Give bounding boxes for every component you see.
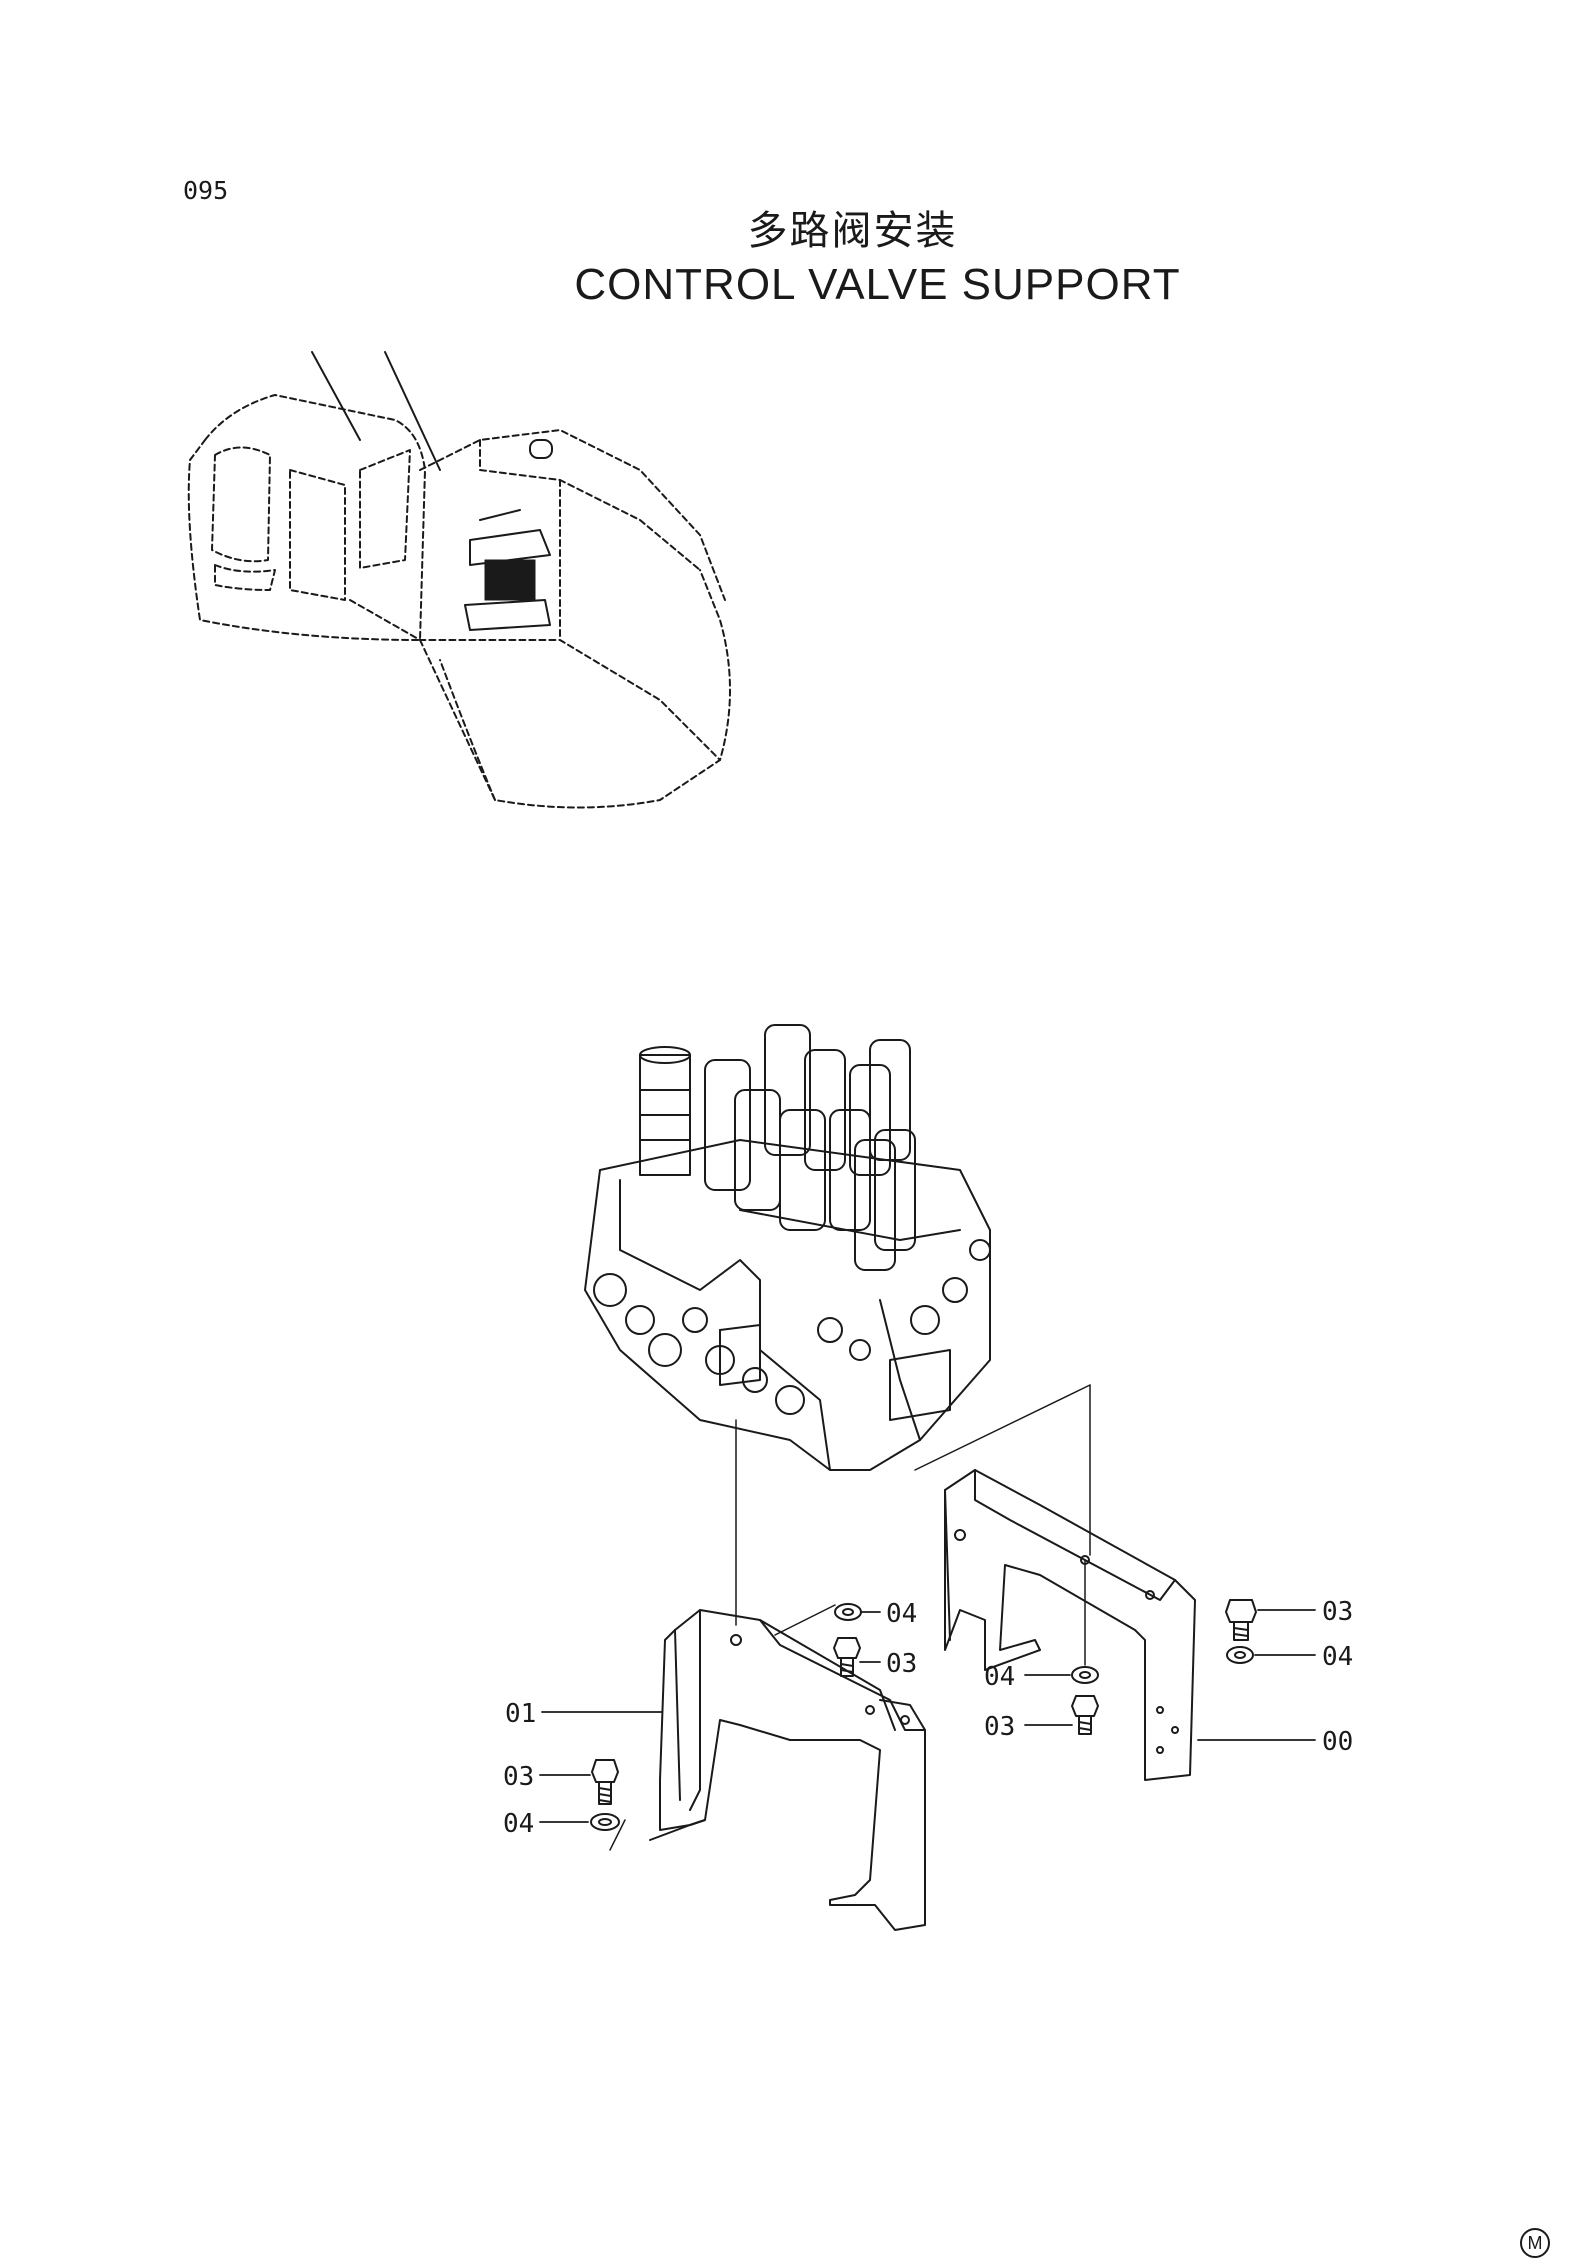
- page-title: CONTROL VALVE SUPPORT: [574, 260, 1181, 309]
- page-number: 095: [183, 176, 229, 205]
- callout-00: 00: [1322, 1727, 1353, 1757]
- callout-leaders: [539, 1609, 1316, 1823]
- control-valve-body: [584, 1024, 991, 1471]
- washer-part-04: [590, 1603, 1254, 1831]
- callout-03-right: 03: [984, 1712, 1015, 1742]
- left-bracket: [649, 1609, 926, 1931]
- page-title-chinese: 多路阀安装: [747, 208, 958, 254]
- valve-location-marker: [464, 509, 551, 631]
- callout-03-mid: 03: [886, 1649, 917, 1679]
- callout-04-mid: 04: [886, 1599, 917, 1629]
- callout-04-right: 04: [984, 1662, 1015, 1692]
- callout-01: 01: [505, 1699, 536, 1729]
- callout-04-left: 04: [503, 1809, 534, 1839]
- callout-03-far: 03: [1322, 1597, 1353, 1627]
- callout-03-left: 03: [503, 1762, 534, 1792]
- corner-badge: M: [1520, 2228, 1550, 2258]
- callout-04-far: 04: [1322, 1642, 1353, 1672]
- bolt-part-03: [591, 1599, 1257, 1805]
- right-bracket: [944, 1469, 1196, 1781]
- excavator-overview-illustration: [187, 351, 731, 809]
- assembly-guide-lines: [609, 1384, 1091, 1851]
